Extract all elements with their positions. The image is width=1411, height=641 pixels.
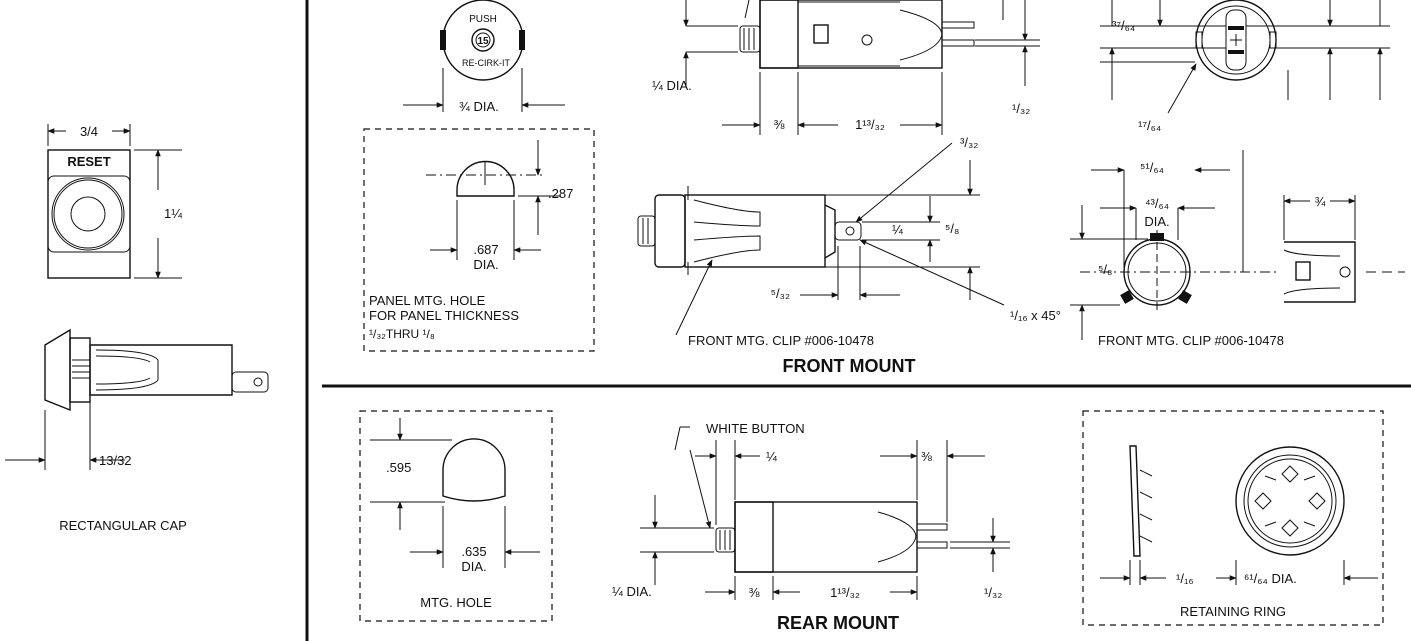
clip-end-dim-e: ¾ [1315, 194, 1326, 209]
clip-end-dim-a: ⁵¹/₆₄ [1140, 160, 1164, 175]
front-mount-title: FRONT MOUNT [783, 356, 916, 376]
rear-body-a: ⅜ [749, 585, 760, 600]
ring-dim-a: ¹/₁₆ [1176, 571, 1194, 586]
white-button-label: WHITE BUTTON [706, 421, 805, 436]
front-end-view [1100, 0, 1390, 114]
rear-hole-dim: .595 [386, 460, 411, 475]
clip-dim-d: ⁵/₃₂ [771, 286, 790, 301]
panel-hole-dim: .287 [548, 186, 573, 201]
cap-width-dim: 3/4 [80, 124, 98, 139]
rear-term-gap: ¹/₃₂ [984, 585, 1002, 600]
rear-mount-title: REAR MOUNT [777, 613, 899, 633]
cap-height-dim: 1¼ [164, 206, 182, 221]
panel-hole-box [363, 128, 595, 352]
retaining-ring-caption: RETAINING RING [1180, 604, 1286, 619]
cap-rating-label: 15 [477, 36, 489, 47]
front-body-side-view [683, 0, 1040, 135]
terminal-gap-dim: ¹/₃₂ [1012, 101, 1030, 116]
clip-end-dim-b: ⁴³/₆₄ [1145, 196, 1169, 211]
body-length-a: ⅜ [774, 117, 785, 132]
cap-recirkit-label: RE-CIRK-IT [462, 58, 510, 68]
rectangular-cap-front-view [47, 124, 182, 279]
body-length-b: 1¹³/₃₂ [855, 117, 885, 132]
rear-top-dim-b: ⅜ [921, 449, 932, 464]
panel-note-line-3: ¹/₃₂THRU ¹/₈ [369, 327, 435, 341]
cap-dia-dim: ¾ DIA. [459, 99, 499, 114]
clip-end-view [1070, 150, 1405, 340]
clip-dim-b: ¼ [892, 222, 903, 237]
front-clip-label: FRONT MTG. CLIP #006-10478 [688, 333, 874, 348]
rear-body-side-view [640, 426, 1010, 600]
rectangular-cap-side-view [5, 328, 269, 470]
ring-dim-b: ⁶¹/₆₄ DIA. [1244, 571, 1297, 586]
rear-hole-box [359, 410, 553, 622]
end-view-dim-a: ³⁷/₆₄ [1112, 18, 1135, 33]
front-clip-label-2: FRONT MTG. CLIP #006-10478 [1098, 333, 1284, 348]
rear-hole-dia-b: DIA. [461, 559, 486, 574]
panel-hole-dia-b: DIA. [473, 257, 498, 272]
clip-end-dim-c: DIA. [1144, 214, 1169, 229]
panel-hole-dia-a: .687 [473, 242, 498, 257]
cap-depth-dim: 13/32 [99, 453, 132, 468]
shaft-dia-dim: ¼ DIA. [652, 78, 692, 93]
panel-note-line-1: PANEL MTG. HOLE [369, 293, 486, 308]
end-view-dim-b: ¹⁷/₆₄ [1138, 118, 1161, 133]
round-cap-view [403, 0, 565, 112]
rear-top-dim-a: ¼ [766, 449, 777, 464]
rectangular-cap-caption: RECTANGULAR CAP [59, 518, 187, 533]
cap-push-label: PUSH [469, 14, 497, 25]
front-clip-side-view [637, 142, 1005, 336]
retaining-ring-box [1082, 410, 1384, 626]
clip-dim-c: ⁵/₈ [945, 221, 959, 236]
chamfer-dim: ¹/₁₆ x 45° [1010, 308, 1061, 323]
rear-body-b: 1¹³/₃₂ [830, 585, 860, 600]
clip-end-dim-d: ⁵/₈ [1098, 262, 1112, 277]
rear-shaft-dia: ¼ DIA. [612, 584, 652, 599]
rear-hole-caption: MTG. HOLE [420, 595, 492, 610]
panel-note-line-2: FOR PANEL THICKNESS [369, 308, 519, 323]
clip-dim-a: ³/₃₂ [960, 135, 978, 150]
rear-hole-dia-a: .635 [461, 544, 486, 559]
cap-reset-label: RESET [67, 154, 110, 169]
